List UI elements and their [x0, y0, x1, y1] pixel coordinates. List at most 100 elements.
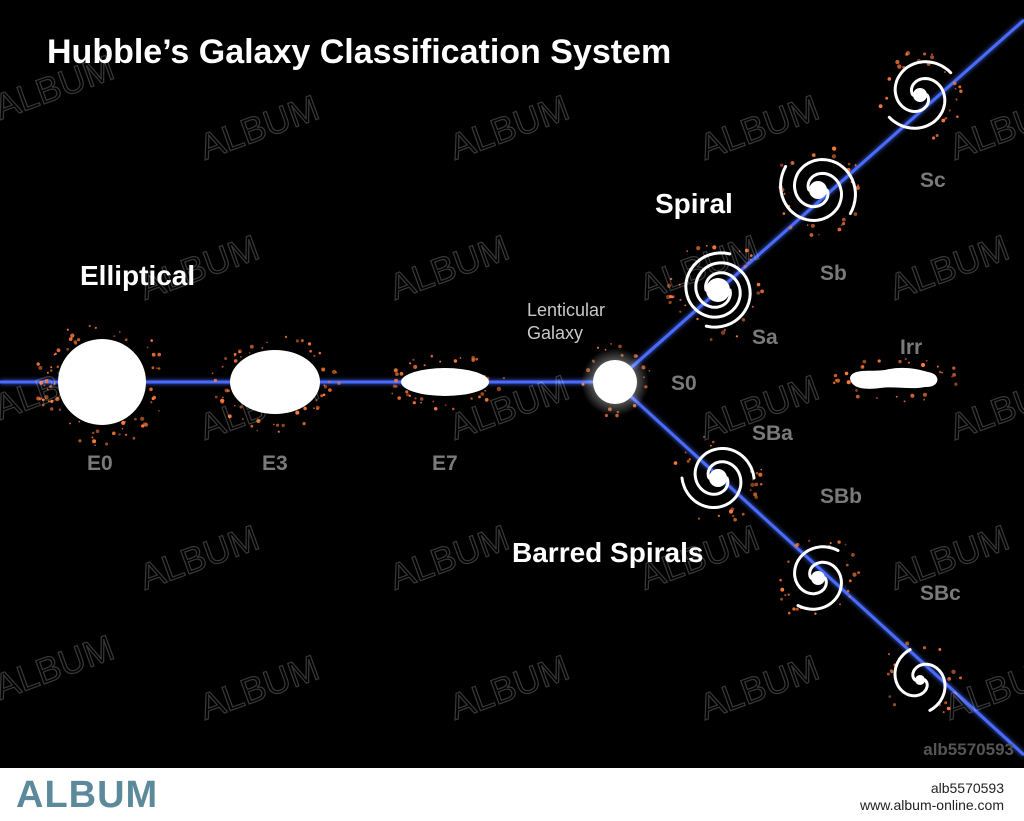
star-dot — [678, 283, 681, 286]
watermark-text: ALBUM — [384, 517, 515, 598]
star-dot — [55, 396, 60, 402]
star-dot — [946, 706, 951, 711]
star-dot — [156, 367, 158, 370]
star-dot — [951, 375, 953, 378]
class-labels: E0 E3 E7 S0 Sa Sb Sc SBa SBb SBc Irr — [87, 169, 961, 605]
footer-logo: ALBUM — [16, 774, 159, 816]
watermark-text: ALBUM — [194, 87, 325, 168]
star-dot — [751, 305, 754, 308]
star-dot — [806, 224, 809, 226]
star-dot — [158, 410, 160, 412]
galaxy-sbc-arm-1 — [893, 648, 929, 698]
star-dot — [831, 154, 837, 159]
star-dot — [42, 398, 45, 402]
star-dot — [833, 373, 838, 378]
watermark-text: ALBUM — [694, 647, 825, 728]
star-dot — [419, 397, 424, 401]
star-dot — [839, 603, 841, 606]
star-dot — [712, 245, 717, 250]
star-dot — [335, 371, 338, 374]
watermark-text: ALBUM — [944, 367, 1024, 448]
star-dot — [743, 264, 747, 269]
class-label-irr: Irr — [900, 336, 922, 359]
star-dot — [796, 542, 800, 547]
star-dot — [397, 396, 402, 400]
galaxy-sbc-core — [915, 675, 925, 685]
star-dot — [315, 399, 318, 402]
star-dot — [956, 115, 959, 118]
star-dot — [744, 248, 749, 253]
star-dot — [50, 369, 53, 372]
star-dot — [484, 398, 489, 402]
star-dot — [256, 429, 259, 432]
star-dot — [484, 389, 487, 392]
group-label-elliptical: Elliptical — [80, 260, 195, 291]
star-dot — [938, 648, 942, 651]
star-dot — [749, 258, 752, 261]
star-dot — [105, 442, 109, 446]
star-dot — [703, 435, 705, 438]
star-dot — [782, 212, 786, 215]
star-dot — [43, 384, 46, 387]
watermark-text: ALBUM — [884, 227, 1015, 308]
star-dot — [788, 225, 793, 230]
star-dot — [852, 572, 857, 577]
star-dot — [941, 118, 946, 123]
group-label-barred-spirals: Barred Spirals — [512, 537, 703, 568]
star-dot — [140, 416, 145, 421]
star-dot — [931, 53, 933, 56]
star-dot — [935, 134, 939, 137]
star-dot — [318, 351, 322, 355]
class-label-sbb: SBb — [820, 485, 862, 508]
star-dot — [313, 407, 315, 410]
star-dot — [92, 431, 95, 435]
star-dot — [851, 553, 855, 557]
star-dot — [222, 396, 224, 399]
star-dot — [392, 384, 397, 388]
star-dot — [480, 392, 485, 396]
star-dot — [837, 540, 841, 544]
star-dot — [337, 381, 341, 385]
star-dot — [741, 318, 746, 322]
star-dot — [732, 514, 735, 518]
star-dot — [272, 423, 275, 426]
star-dot — [78, 439, 82, 443]
star-dot — [124, 338, 128, 342]
class-label-sc: Sc — [920, 169, 946, 192]
star-dot — [118, 433, 121, 436]
star-dot — [760, 468, 762, 471]
class-label-e7: E7 — [432, 452, 458, 475]
star-dot — [88, 324, 92, 328]
star-dot — [755, 471, 759, 475]
star-dot — [36, 396, 41, 401]
star-dot — [897, 64, 902, 69]
star-dot — [754, 495, 758, 499]
star-dot — [735, 335, 739, 338]
class-label-sba: SBa — [752, 422, 793, 445]
star-dot — [44, 379, 49, 384]
star-dot — [954, 382, 958, 386]
star-dot — [471, 358, 476, 362]
star-dot — [322, 393, 326, 397]
star-dot — [932, 136, 936, 140]
star-dot — [91, 436, 94, 439]
star-dot — [905, 641, 910, 646]
star-dot — [399, 371, 404, 376]
star-dot — [841, 217, 846, 222]
star-dot — [709, 338, 713, 341]
star-dot — [855, 185, 860, 190]
star-dot — [300, 339, 304, 343]
galaxy-sba-core — [709, 469, 727, 487]
star-dot — [151, 397, 155, 401]
star-dot — [112, 431, 116, 436]
galaxy-sb-arm-2 — [779, 165, 844, 223]
star-dot — [846, 380, 851, 385]
star-dot — [920, 362, 926, 368]
star-dot — [887, 77, 892, 81]
star-dot — [151, 366, 155, 370]
star-dot — [328, 388, 332, 392]
star-dot — [878, 104, 883, 109]
star-dot — [92, 439, 97, 444]
footer-bar: ALBUM alb5570593 www.album-online.com — [0, 768, 1024, 821]
watermark-text: ALBUM — [0, 627, 119, 708]
